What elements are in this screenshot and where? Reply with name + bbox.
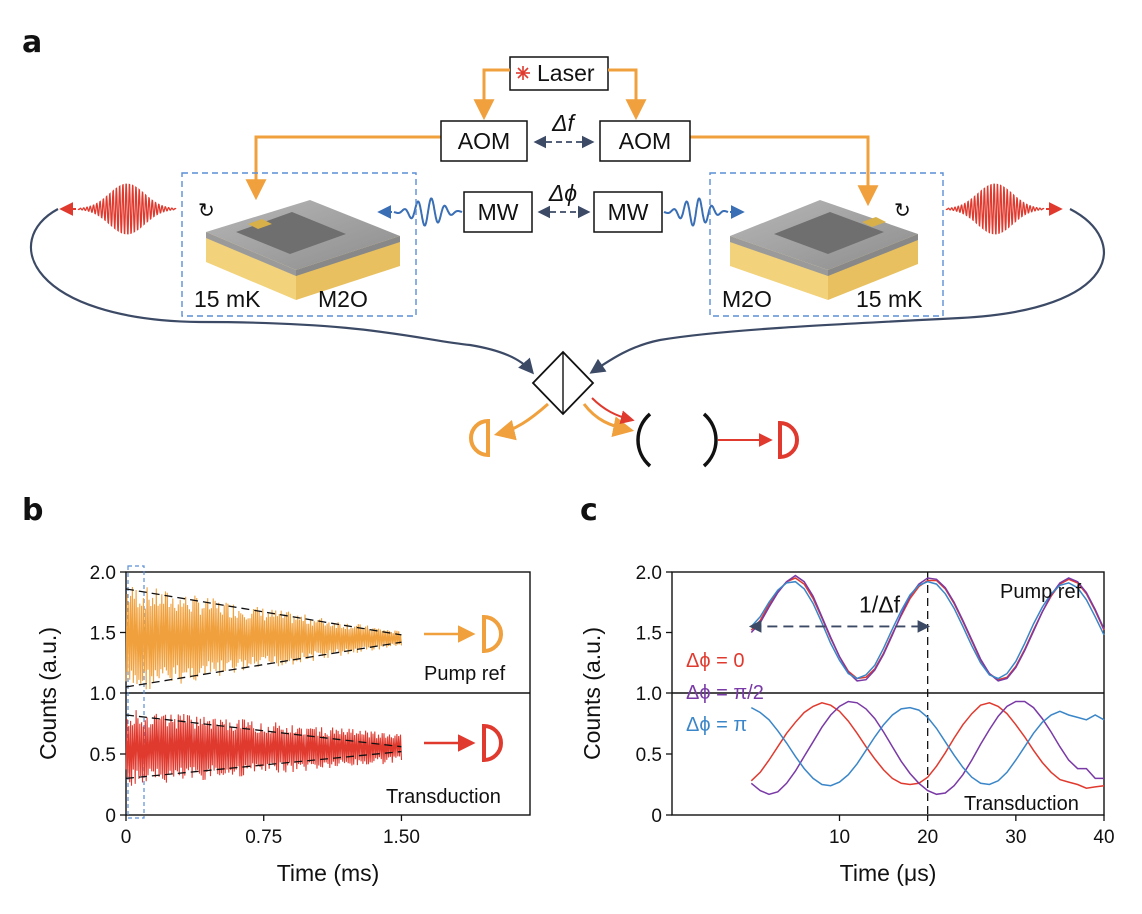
fiber-left xyxy=(30,208,535,375)
left-temp-label: 15 mK xyxy=(194,286,261,312)
chart-c-y-tick-label: 0 xyxy=(651,806,662,827)
panel-b-label: b xyxy=(22,493,43,528)
signal-detector-icon xyxy=(778,420,799,460)
chart-c-transduction-label: Transduction xyxy=(964,793,1079,815)
chart-b-detector-icon xyxy=(482,723,503,763)
delta-phi-label: Δϕ xyxy=(548,180,577,206)
chart-c-x-tick-label: 30 xyxy=(1005,827,1026,848)
output-signal-arrow xyxy=(591,397,635,425)
pump-ref-trace xyxy=(125,586,403,690)
chart-c-series-line xyxy=(750,702,1105,789)
chart-b-x-tick-label: 0.75 xyxy=(245,827,282,848)
left-cryostat-box xyxy=(181,172,417,317)
chart-b-y-axis-title: Counts (a.u.) xyxy=(35,627,61,760)
chart-b-envelope-lower xyxy=(125,641,402,688)
chart-b-envelope-upper xyxy=(125,588,402,636)
delta-f-label: Δf xyxy=(551,110,576,136)
mw-left-box: MW xyxy=(463,191,533,233)
chart-c-x-axis-title: Time (μs) xyxy=(840,860,937,886)
chart-c-period-label: 1/Δf xyxy=(859,591,901,617)
right-chip xyxy=(730,200,918,300)
chart-c-legend-entry: Δϕ = π xyxy=(686,714,747,736)
left-rotation-icon: ↻ xyxy=(198,200,215,222)
microwave-right-wave xyxy=(663,197,729,227)
laser-box: Laser xyxy=(509,56,609,91)
chart-b-envelope-upper xyxy=(125,714,402,748)
chart-b-detector-icon xyxy=(482,614,503,654)
chart-c-x-tick-label: 20 xyxy=(917,827,938,848)
fiber-right xyxy=(589,208,1105,374)
chart-b-x-tick-label: 0 xyxy=(121,827,132,848)
chart-b-y-tick-label: 1.5 xyxy=(90,624,116,645)
cavity-mirror-right xyxy=(702,412,718,468)
chart-c-x-tick-label: 10 xyxy=(829,827,850,848)
panel-c-label: c xyxy=(580,493,598,528)
chart-b-y-tick-label: 0.5 xyxy=(90,745,116,766)
output-pump-arrow xyxy=(493,402,549,441)
chart-b-zoom-box xyxy=(127,565,145,819)
chart-c-series-line xyxy=(750,706,1105,787)
chart-c-x-tick-label: 40 xyxy=(1093,827,1114,848)
microwave-left-wave xyxy=(393,197,463,227)
right-rotation-icon: ↻ xyxy=(894,200,911,222)
chart-b-pump-ref-label: Pump ref xyxy=(424,663,506,685)
laser-star-icon xyxy=(516,66,530,80)
right-temp-label: 15 mK xyxy=(856,286,923,312)
chart-c-series-line xyxy=(750,580,1105,680)
mw-right-label: MW xyxy=(608,199,649,225)
right-cryostat-box xyxy=(709,172,944,317)
chart-c-legend-entry: Δϕ = 0 xyxy=(686,650,744,672)
left-device-label: M2O xyxy=(318,286,368,312)
chart-c-y-axis-title: Counts (a.u.) xyxy=(579,627,605,760)
aom-right-box: AOM xyxy=(599,120,691,162)
pump-detector-icon xyxy=(469,418,490,458)
optical-pulse-left xyxy=(77,183,177,235)
chart-b-transduction-label: Transduction xyxy=(386,786,501,808)
chart-b-y-tick-label: 0 xyxy=(105,806,116,827)
laser-paths xyxy=(245,68,879,207)
chart-b-x-axis-title: Time (ms) xyxy=(277,860,380,886)
chart-b-x-tick-label: 1.50 xyxy=(383,827,420,848)
left-chip xyxy=(206,200,400,300)
chart-b-y-tick-label: 2.0 xyxy=(90,563,116,584)
chart-c-y-tick-label: 0.5 xyxy=(636,745,662,766)
optical-pulse-right xyxy=(945,183,1045,235)
right-device-label: M2O xyxy=(722,286,772,312)
chart-c-series-line xyxy=(750,574,1105,682)
mw-left-label: MW xyxy=(478,199,519,225)
chart-c-y-tick-label: 1.5 xyxy=(636,624,662,645)
cavity-mirror-left xyxy=(636,412,652,468)
laser-label: Laser xyxy=(537,60,595,86)
chart-b-y-tick-label: 1.0 xyxy=(90,684,116,705)
beam-splitter xyxy=(531,350,595,416)
output-pump-to-cavity-arrow xyxy=(582,403,635,437)
aom-left-box: AOM xyxy=(440,120,528,162)
chart-c-y-tick-label: 2.0 xyxy=(636,563,662,584)
chart-c-pump-ref-label: Pump ref xyxy=(1000,581,1082,603)
chart-c-series-line xyxy=(750,700,1104,796)
panel-a-label: a xyxy=(22,25,42,60)
chart-c-legend-entry: Δϕ = π/2 xyxy=(686,682,764,704)
chart-b-envelope-lower xyxy=(125,750,402,780)
aom-right-label: AOM xyxy=(619,128,671,154)
chart-c-y-tick-label: 1.0 xyxy=(636,684,662,705)
mw-right-box: MW xyxy=(593,191,663,233)
aom-left-label: AOM xyxy=(458,128,510,154)
